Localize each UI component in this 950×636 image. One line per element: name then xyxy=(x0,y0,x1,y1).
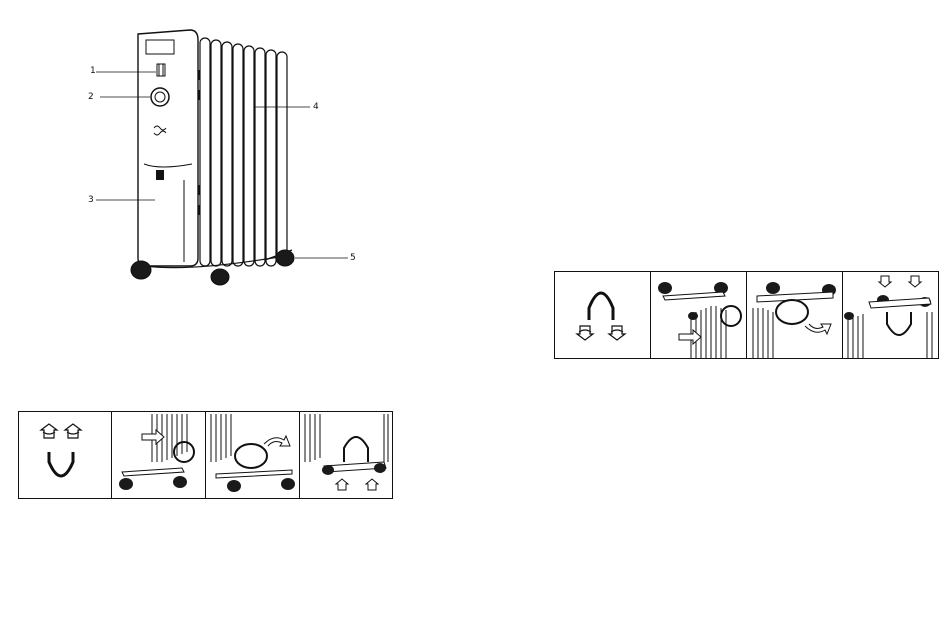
callout-3: 3 xyxy=(88,195,94,205)
step-panel-2 xyxy=(651,272,747,358)
wheel-mounting-strip-right xyxy=(554,271,939,359)
wheel-mounting-strip-left xyxy=(18,411,393,499)
callout-1: 1 xyxy=(90,66,96,76)
callout-5: 5 xyxy=(350,253,356,263)
step-panel-1 xyxy=(555,272,651,358)
step-panel-3 xyxy=(747,272,843,358)
step-panel-3 xyxy=(206,412,300,498)
callout-2: 2 xyxy=(88,92,94,102)
step-panel-4 xyxy=(300,412,392,498)
step-panel-1 xyxy=(19,412,112,498)
step-panel-4 xyxy=(843,272,938,358)
heater-figure xyxy=(80,20,380,300)
oil-heater-illustration xyxy=(80,20,380,300)
callout-4: 4 xyxy=(313,102,319,112)
step-panel-2 xyxy=(112,412,206,498)
